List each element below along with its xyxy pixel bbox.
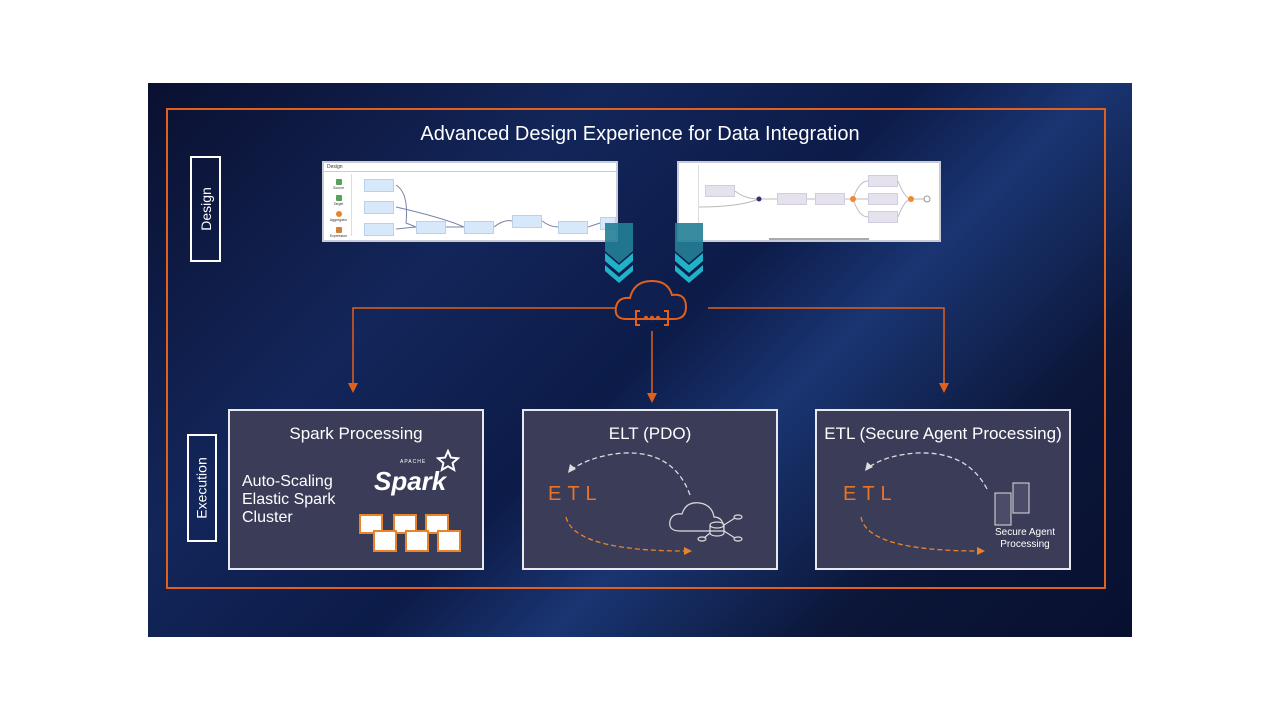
slide-title: Advanced Design Experience for Data Inte… (420, 123, 860, 145)
logo-small-text: APACHE (400, 459, 427, 465)
mapping-designer-screenshot: Design Source Target Aggregator Expressi… (322, 161, 618, 242)
desc-line: Auto-Scaling (242, 473, 333, 490)
etl-flow-arrows (860, 452, 1030, 555)
elt-title: ELT (PDO) (608, 424, 692, 443)
spark-processing-box: Spark Processing Auto-Scaling Elastic Sp… (228, 409, 484, 570)
spark-title: Spark Processing (289, 424, 423, 443)
spark-description: Auto-Scaling Elastic Spark Cluster (242, 473, 335, 527)
palette-source: Source (326, 179, 351, 190)
outer-frame (166, 108, 1106, 589)
cloud-database-icon (669, 502, 743, 542)
arrow-spark (348, 383, 358, 393)
apache-spark-logo: APACHE Spark (374, 449, 460, 496)
cloud-integration-icon (614, 279, 688, 326)
secure-agent-label: Secure Agent Processing (983, 527, 1067, 551)
cluster-cubes-icon (359, 514, 461, 552)
chevrons-down-icon (605, 223, 703, 283)
palette-aggregator: Aggregator (326, 211, 351, 222)
palette-expression: Expression (326, 227, 351, 238)
desc-line: Cluster (242, 509, 293, 526)
taskflow-designer-screenshot (677, 161, 941, 242)
design-label: Design (190, 156, 221, 262)
execution-label: Execution (187, 434, 217, 542)
arrow-etl (939, 383, 949, 393)
transformation-palette: Source Target Aggregator Expression (326, 174, 352, 238)
connector-lines (348, 279, 949, 403)
server-icon (994, 482, 1030, 526)
arrow-elt (647, 393, 657, 403)
taskflow-links (698, 180, 931, 240)
etl-label: ETL (548, 483, 603, 505)
elt-pdo-box: ELT (PDO) ETL (522, 409, 778, 570)
flow-links (395, 184, 601, 230)
star-icon (436, 449, 460, 473)
etl-label: ETL (843, 483, 898, 505)
elt-flow-arrows (565, 452, 743, 555)
desc-line: Elastic Spark (242, 491, 336, 508)
etl-title: ETL (Secure Agent Processing) (824, 424, 1062, 443)
slide: Advanced Design Experience for Data Inte… (148, 83, 1132, 637)
agent-line: Secure Agent (994, 527, 1056, 538)
palette-target: Target (326, 195, 351, 206)
logo-text: Spark (374, 466, 447, 496)
screenshot-header: Design (324, 163, 616, 172)
etl-secure-agent-box: ETL (Secure Agent Processing) ETL Secure… (815, 409, 1071, 570)
agent-line: Processing (1000, 539, 1050, 550)
